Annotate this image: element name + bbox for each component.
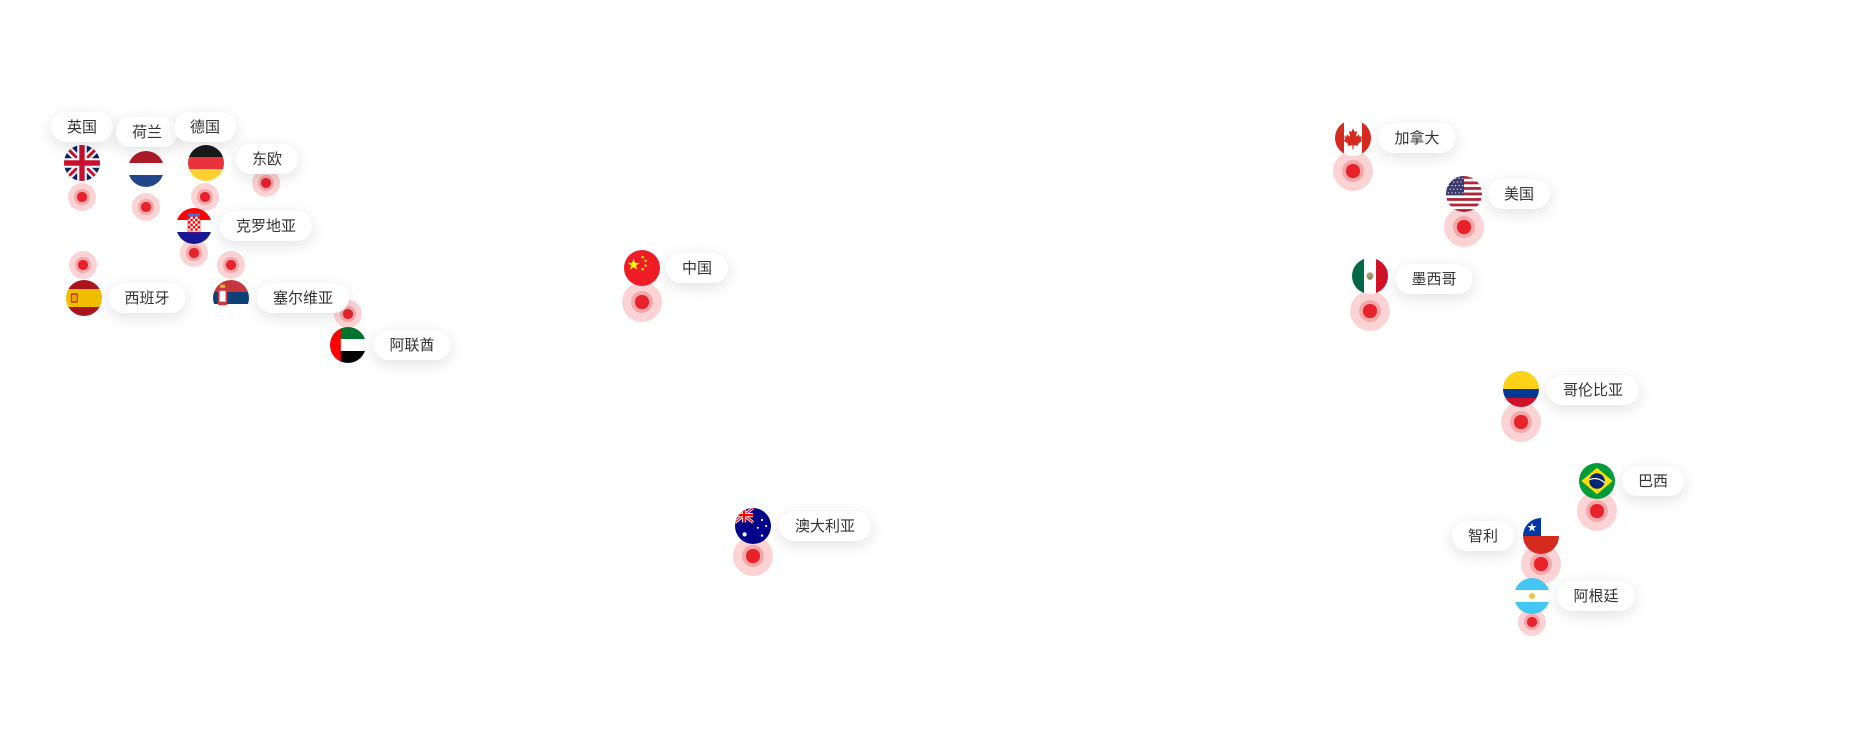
argentina-flag-icon[interactable] xyxy=(1514,578,1550,614)
country-label-canada[interactable]: 加拿大 xyxy=(1378,123,1456,153)
country-label-spain[interactable]: 西班牙 xyxy=(108,283,186,313)
location-dot-usa[interactable] xyxy=(1444,207,1484,247)
location-dot-uk[interactable] xyxy=(68,183,96,211)
netherlands-flag-icon[interactable] xyxy=(128,151,164,187)
serbia-flag-icon[interactable] xyxy=(213,280,249,316)
country-label-uae[interactable]: 阿联酋 xyxy=(373,330,451,360)
location-dot-china[interactable] xyxy=(622,282,662,322)
country-label-uk[interactable]: 英国 xyxy=(50,112,114,142)
germany-flag-icon[interactable] xyxy=(188,145,224,181)
spain-flag-icon[interactable] xyxy=(66,280,102,316)
country-label-china[interactable]: 中国 xyxy=(665,253,729,283)
croatia-flag-icon[interactable] xyxy=(176,208,212,244)
chile-flag-icon[interactable] xyxy=(1523,518,1559,554)
location-dot-uae[interactable] xyxy=(334,300,362,328)
country-label-serbia[interactable]: 塞尔维亚 xyxy=(256,283,350,313)
location-dot-netherlands[interactable] xyxy=(132,193,160,221)
colombia-flag-icon[interactable] xyxy=(1503,371,1539,407)
location-dot-serbia[interactable] xyxy=(217,251,245,279)
country-label-usa[interactable]: 美国 xyxy=(1487,179,1551,209)
country-label-brazil[interactable]: 巴西 xyxy=(1621,466,1685,496)
uk-flag-icon[interactable] xyxy=(64,145,100,181)
brazil-flag-icon[interactable] xyxy=(1579,463,1615,499)
country-label-australia[interactable]: 澳大利亚 xyxy=(778,511,872,541)
location-dot-mexico[interactable] xyxy=(1350,291,1390,331)
australia-flag-icon[interactable] xyxy=(735,508,771,544)
country-label-argentina[interactable]: 阿根廷 xyxy=(1557,581,1635,611)
country-label-mexico[interactable]: 墨西哥 xyxy=(1395,264,1473,294)
mexico-flag-icon[interactable] xyxy=(1352,258,1388,294)
location-dot-canada[interactable] xyxy=(1333,151,1373,191)
country-label-colombia[interactable]: 哥伦比亚 xyxy=(1546,375,1640,405)
country-label-germany[interactable]: 德国 xyxy=(173,112,237,142)
country-label-croatia[interactable]: 克罗地亚 xyxy=(219,211,313,241)
china-flag-icon[interactable] xyxy=(624,250,660,286)
location-dot-chile[interactable] xyxy=(1521,544,1561,584)
location-dot-colombia[interactable] xyxy=(1501,402,1541,442)
canada-flag-icon[interactable] xyxy=(1335,120,1371,156)
location-dot-spain[interactable] xyxy=(69,251,97,279)
location-dot-germany[interactable] xyxy=(191,183,219,211)
country-label-chile[interactable]: 智利 xyxy=(1451,521,1515,551)
country-label-netherlands[interactable]: 荷兰 xyxy=(115,117,179,147)
uae-flag-icon[interactable] xyxy=(330,327,366,363)
usa-flag-icon[interactable] xyxy=(1446,176,1482,212)
country-label-east-europe[interactable]: 东欧 xyxy=(235,144,299,174)
